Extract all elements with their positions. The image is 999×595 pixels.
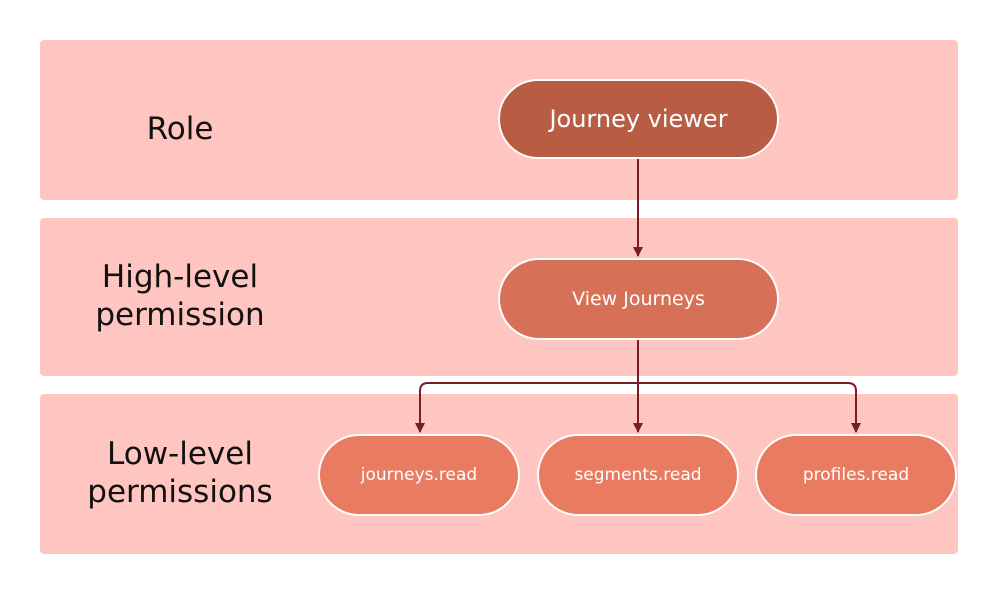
segments-read-node-label: segments.read [574, 465, 702, 485]
connector-branch-journeys [415, 382, 638, 433]
view-journeys-node-label: View Journeys [572, 288, 705, 310]
role-label-line-1: Role [146, 111, 214, 148]
journeys-read-node-label: journeys.read [360, 465, 478, 485]
role-label: Role [40, 40, 320, 220]
low-level-label-line-2: permissions [87, 474, 273, 510]
journey-viewer-node: Journey viewer [498, 79, 779, 159]
high-level-label-line-2: permission [95, 297, 265, 333]
low-level-label: Low-level permissions [40, 394, 320, 554]
low-level-label-line-1: Low-level [107, 436, 253, 473]
journey-viewer-node-label: Journey viewer [549, 105, 728, 133]
segments-read-node: segments.read [537, 434, 739, 516]
view-journeys-node: View Journeys [498, 258, 779, 340]
journeys-read-node: journeys.read [318, 434, 520, 516]
connector-branch-profiles [638, 382, 861, 433]
high-level-label: High-level permission [40, 218, 320, 376]
profiles-read-node-label: profiles.read [802, 465, 910, 485]
profiles-read-node: profiles.read [755, 434, 957, 516]
high-level-label-line-1: High-level [101, 259, 259, 296]
